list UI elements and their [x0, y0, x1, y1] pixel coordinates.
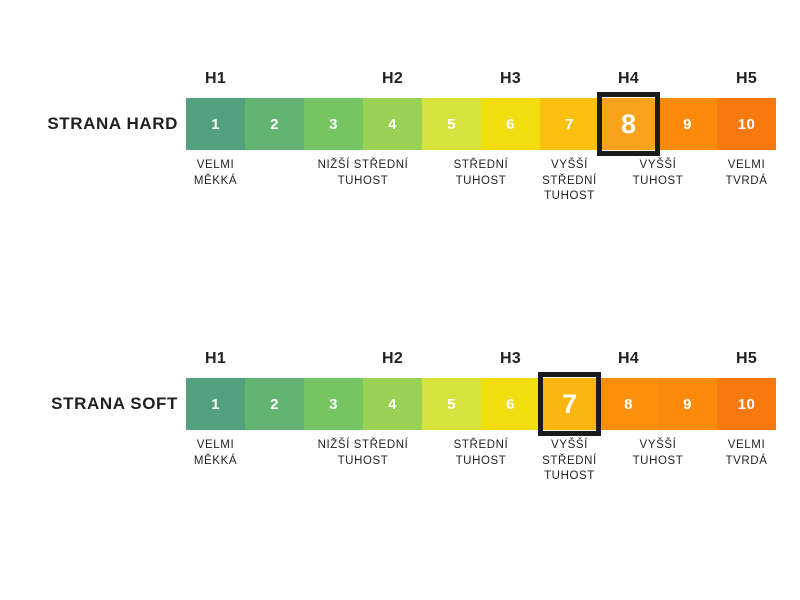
hardness-cell-value: 6	[506, 395, 515, 413]
hardness-cell-10[interactable]: 10	[717, 98, 776, 150]
hardness-cell-2[interactable]: 2	[245, 98, 304, 150]
hardness-cell-2[interactable]: 2	[245, 378, 304, 430]
hardness-description: VYŠŠÍ TUHOST	[632, 439, 684, 467]
hardness-cell-4[interactable]: 4	[363, 378, 422, 430]
hardness-cell-value: 2	[270, 395, 279, 413]
hardness-cell-6[interactable]: 6	[481, 378, 540, 430]
h-label-h5: H5	[735, 70, 758, 87]
hardness-cell-value: 9	[683, 115, 692, 133]
hardness-description: VELMI MĚKKÁ	[193, 159, 238, 187]
hardness-cell-3[interactable]: 3	[304, 98, 363, 150]
hardness-cell-value: 4	[388, 395, 397, 413]
hardness-cell-5[interactable]: 5	[422, 378, 481, 430]
hardness-bar-hard[interactable]: 1 2 3 4 5 6 7 8 9 10	[186, 98, 776, 150]
hardness-cell-1[interactable]: 1	[186, 378, 245, 430]
hardness-description: VYŠŠÍ STŘEDNÍ TUHOST	[542, 439, 597, 483]
hardness-cell-7[interactable]: 7	[540, 98, 599, 150]
hardness-cell-10[interactable]: 10	[717, 378, 776, 430]
hardness-cell-9[interactable]: 9	[658, 98, 717, 150]
hardness-cell-4[interactable]: 4	[363, 98, 422, 150]
hardness-cell-value: 1	[211, 395, 220, 413]
scale-label-hard: STRANA HARD	[47, 114, 178, 133]
h-label-h1: H1	[204, 70, 227, 87]
hardness-cell-9[interactable]: 9	[658, 378, 717, 430]
h-label-h3: H3	[499, 350, 522, 367]
h-marker-strip-soft: H1 H2 H3 H4 H5	[186, 350, 776, 376]
h-label-h4: H4	[617, 350, 640, 367]
hardness-cell-1[interactable]: 1	[186, 98, 245, 150]
h-label-h5: H5	[735, 350, 758, 367]
hardness-description: STŘEDNÍ TUHOST	[453, 159, 509, 187]
hardness-description: NIŽŠÍ STŘEDNÍ TUHOST	[317, 159, 409, 187]
hardness-description: VYŠŠÍ TUHOST	[632, 159, 684, 187]
h-label-h3: H3	[499, 70, 522, 87]
hardness-description: STŘEDNÍ TUHOST	[453, 439, 509, 467]
hardness-cell-7[interactable]: 7	[540, 378, 599, 430]
hardness-description: VYŠŠÍ STŘEDNÍ TUHOST	[542, 159, 597, 203]
scale-label-soft: STRANA SOFT	[51, 394, 178, 413]
h-label-h2: H2	[381, 350, 404, 367]
hardness-cell-8[interactable]: 8	[599, 98, 658, 150]
hardness-cell-value: 2	[270, 115, 279, 133]
hardness-cell-value: 5	[447, 115, 456, 133]
hardness-description: VELMI TVRDÁ	[725, 439, 768, 467]
hardness-cell-8[interactable]: 8	[599, 378, 658, 430]
h-label-h1: H1	[204, 350, 227, 367]
hardness-cell-value: 10	[737, 115, 756, 133]
hardness-cell-value: 8	[624, 395, 633, 413]
h-label-h4: H4	[617, 70, 640, 87]
description-strip-soft: VELMI MĚKKÁ NIŽŠÍ STŘEDNÍ TUHOST STŘEDNÍ T…	[186, 438, 776, 504]
hardness-cell-value: 7	[561, 388, 578, 419]
hardness-cell-value: 3	[329, 395, 338, 413]
hardness-cell-value: 9	[683, 395, 692, 413]
hardness-bar-soft[interactable]: 1 2 3 4 5 6 7 8 9 10	[186, 378, 776, 430]
h-label-h2: H2	[381, 70, 404, 87]
hardness-description: VELMI TVRDÁ	[725, 159, 768, 187]
hardness-cell-value: 4	[388, 115, 397, 133]
description-strip-hard: VELMI MĚKKÁ NIŽŠÍ STŘEDNÍ TUHOST STŘEDNÍ T…	[186, 158, 776, 224]
hardness-cell-value: 7	[565, 115, 574, 133]
hardness-cell-value: 3	[329, 115, 338, 133]
hardness-description: NIŽŠÍ STŘEDNÍ TUHOST	[317, 439, 409, 467]
hardness-description: VELMI MĚKKÁ	[193, 439, 238, 467]
hardness-cell-value: 5	[447, 395, 456, 413]
hardness-cell-value: 8	[620, 108, 637, 139]
hardness-cell-6[interactable]: 6	[481, 98, 540, 150]
hardness-cell-3[interactable]: 3	[304, 378, 363, 430]
hardness-cell-value: 1	[211, 115, 220, 133]
hardness-cell-value: 10	[737, 395, 756, 413]
hardness-cell-5[interactable]: 5	[422, 98, 481, 150]
hardness-cell-value: 6	[506, 115, 515, 133]
h-marker-strip-hard: H1 H2 H3 H4 H5	[186, 70, 776, 96]
